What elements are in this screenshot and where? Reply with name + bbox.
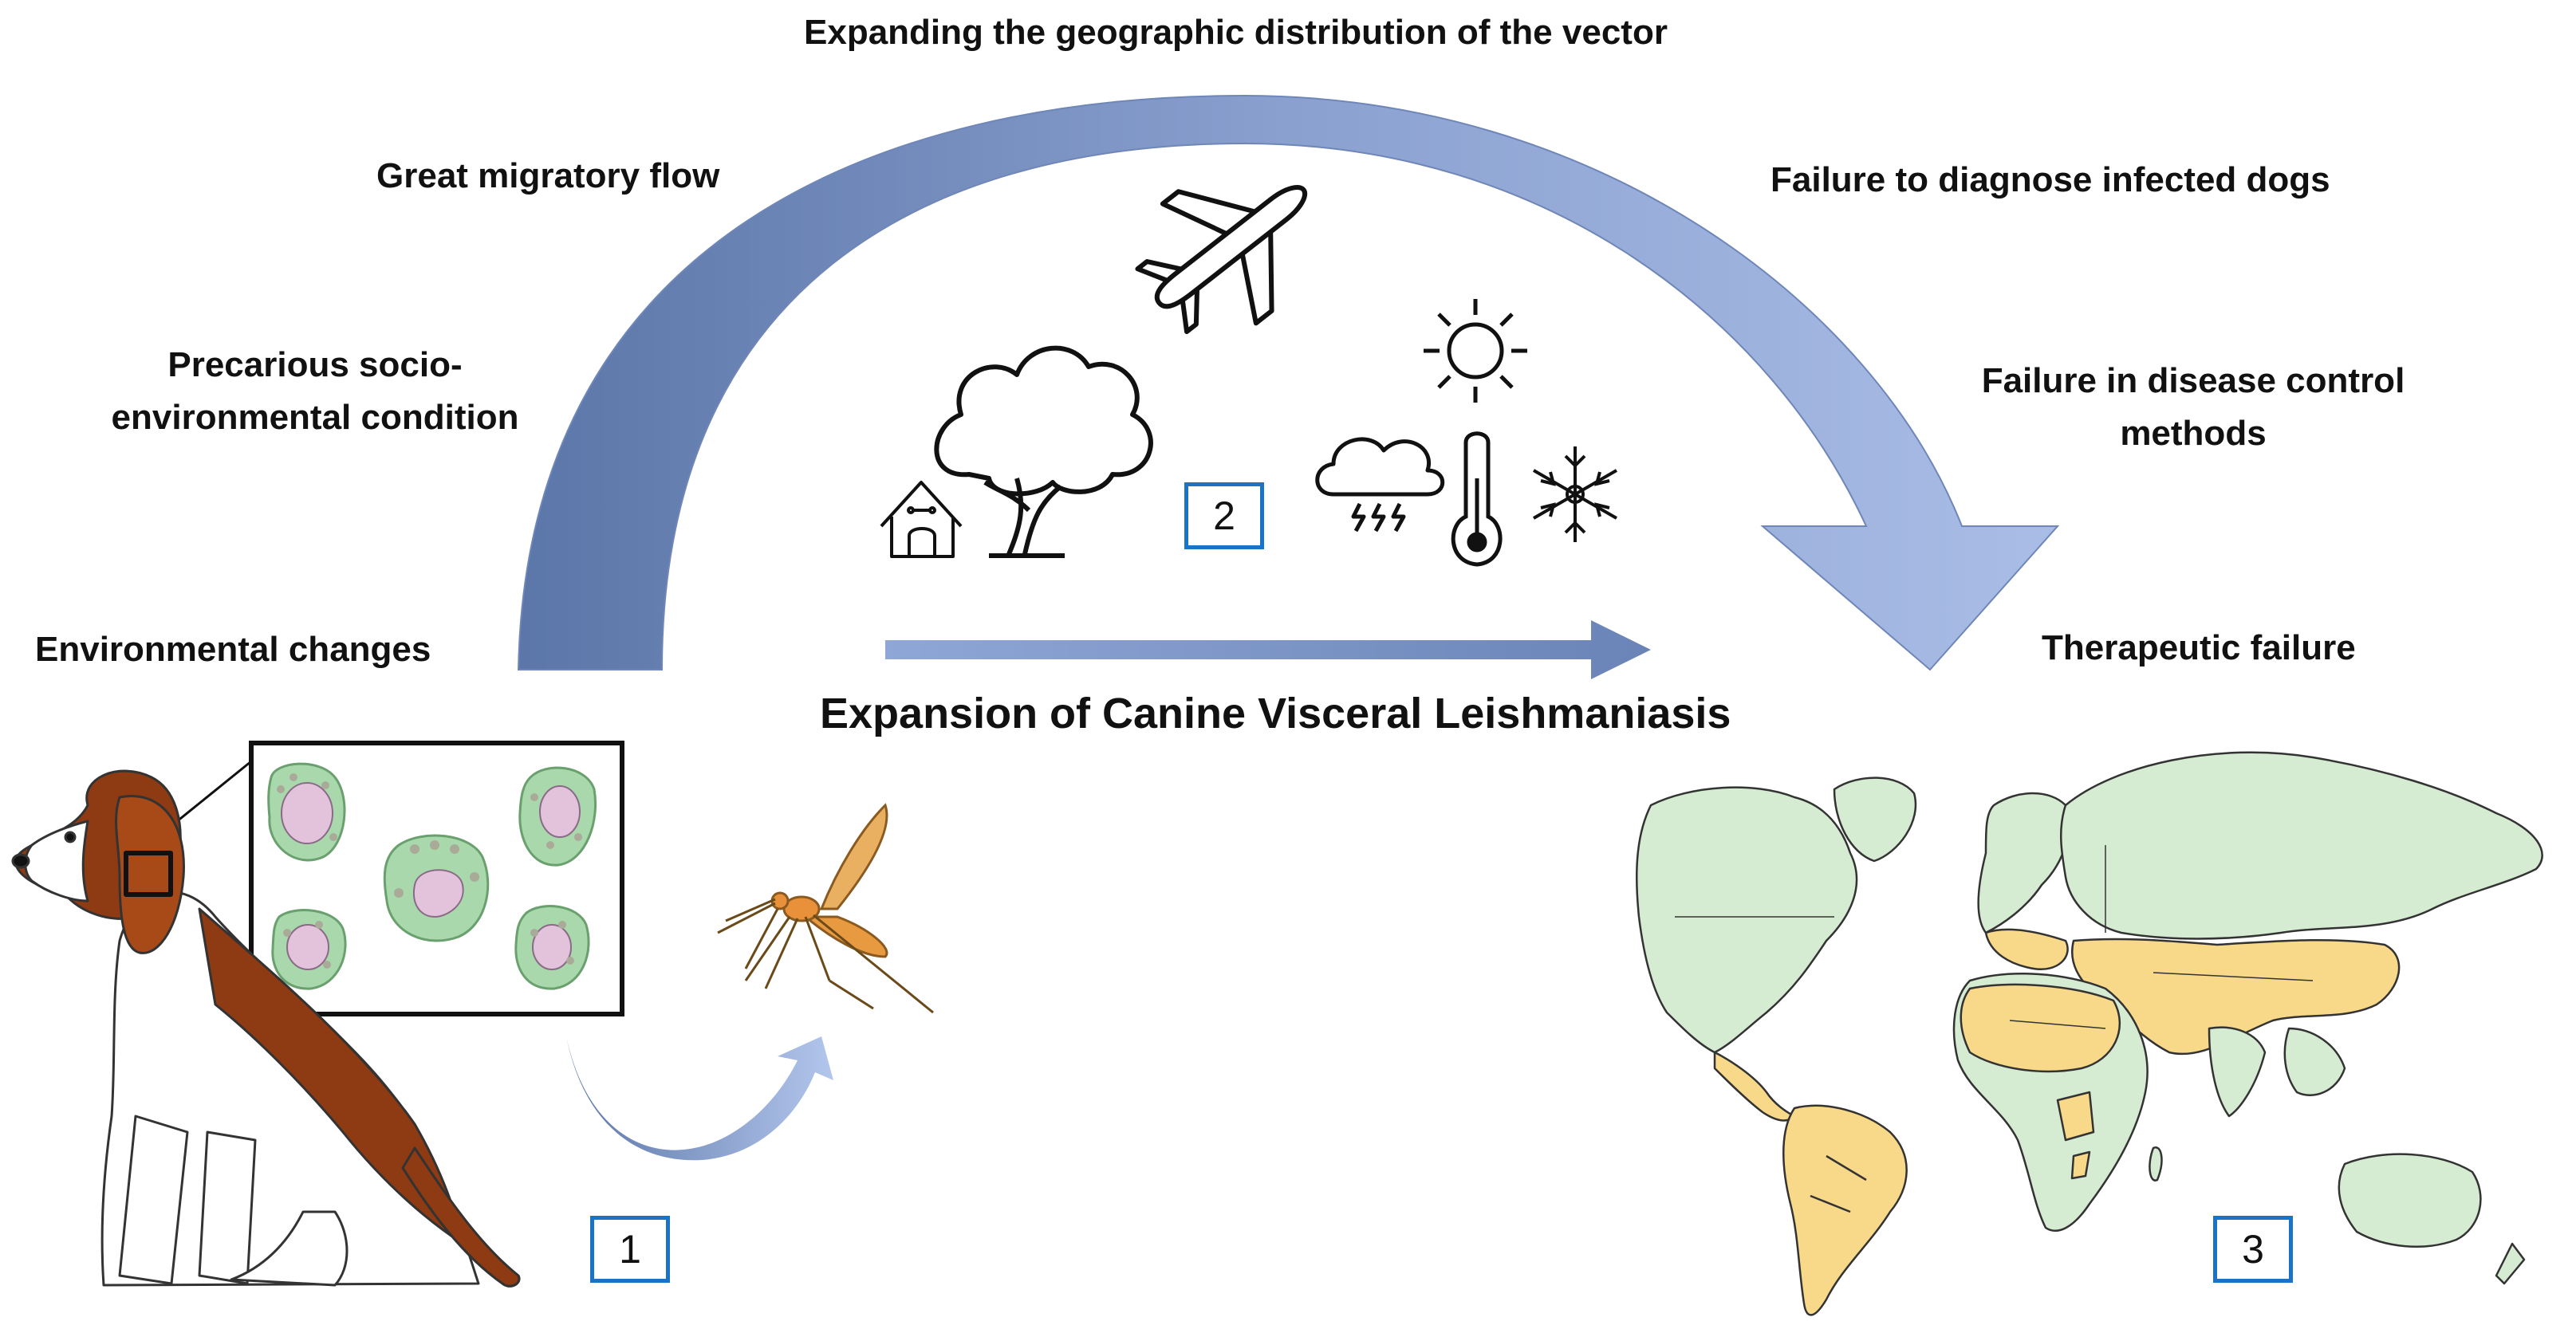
airplane-icon (1135, 185, 1308, 335)
straight-arrow (885, 620, 1651, 679)
sun-icon (1424, 299, 1527, 403)
step-box-1: 1 (590, 1216, 670, 1283)
snowflake-icon (1533, 446, 1617, 542)
dog-house-icon (880, 481, 963, 558)
macrophage-cell (271, 909, 347, 990)
macrophage-cell (383, 834, 490, 942)
label-precarious-2: environmental condition (111, 398, 519, 437)
label-environmental: Environmental changes (35, 630, 431, 669)
diagram-title: Expansion of Canine Visceral Leishmanias… (820, 690, 1731, 737)
step-box-3: 3 (2213, 1216, 2293, 1283)
storm-cloud-icon (1315, 437, 1445, 533)
label-migratory: Great migratory flow (376, 156, 720, 195)
label-control-1: Failure in disease control (1981, 361, 2405, 400)
macrophage-cell (267, 762, 346, 862)
label-therapeutic: Therapeutic failure (2042, 628, 2356, 667)
big-curved-arrow (517, 94, 2060, 671)
label-control-2: methods (2120, 414, 2267, 453)
tree-icon (934, 345, 1153, 558)
mosquito-icon (717, 803, 934, 1014)
world-map (1635, 751, 2543, 1316)
label-precarious-1: Precarious socio- (167, 345, 463, 384)
macrophage-cell (518, 766, 597, 867)
macrophage-cell (514, 905, 590, 990)
small-curved-arrow (566, 1036, 833, 1161)
step-box-2: 2 (1184, 482, 1264, 549)
label-top: Expanding the geographic distribution of… (804, 13, 1668, 52)
dog-illustration (11, 769, 521, 1288)
thermometer-icon (1451, 431, 1503, 567)
label-diagnose: Failure to diagnose infected dogs (1771, 160, 2330, 199)
